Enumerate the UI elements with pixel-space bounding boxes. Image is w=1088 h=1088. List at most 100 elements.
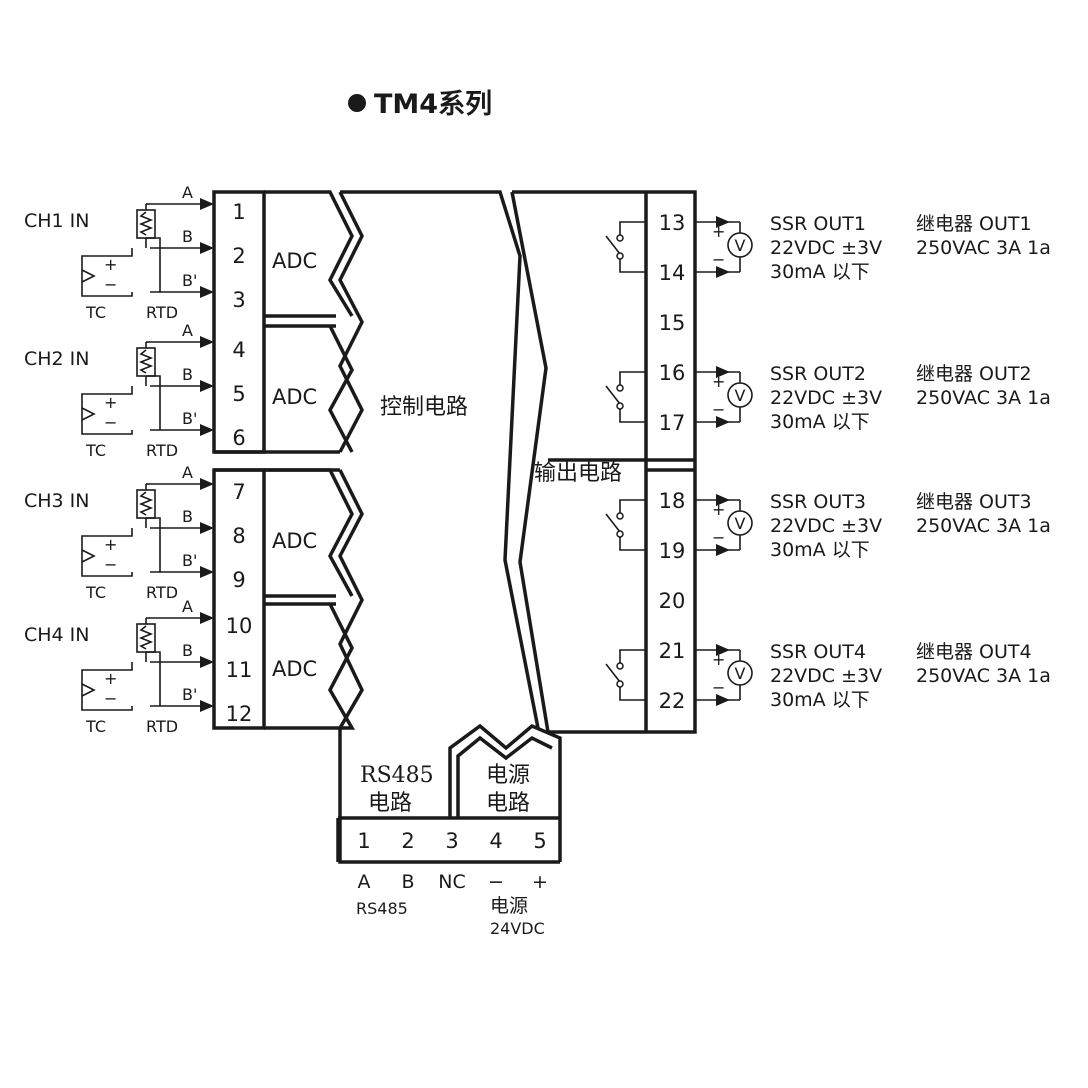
input-arrow-icon: [200, 242, 214, 254]
bottom-terminal-label: +: [532, 871, 548, 893]
bottom-blocks: [336, 723, 562, 862]
rtd-label: RTD: [146, 583, 178, 602]
wire-label: A: [182, 597, 193, 616]
relay-switch-icon: [605, 513, 621, 533]
tc-plus: +: [104, 255, 117, 274]
wire-label: B': [182, 271, 197, 290]
relay-contact-icon: [616, 252, 624, 260]
input-arrow-icon: [200, 612, 214, 624]
terminal-number-13: 13: [659, 211, 686, 235]
output-arrow-icon: [716, 494, 730, 506]
ssr-spec-voltage: 22VDC ±3V: [770, 515, 882, 537]
terminal-number-15: 15: [659, 311, 686, 335]
terminal-number-10: 10: [226, 614, 253, 638]
ssr-spec-current: 30mA 以下: [770, 539, 870, 561]
terminal-number-5: 5: [232, 382, 245, 406]
ssr-minus: −: [712, 528, 725, 547]
relay-switch-icon: [605, 385, 621, 405]
relay-contact-wire: [619, 259, 646, 273]
relay-spec: 250VAC 3A 1a: [916, 237, 1051, 259]
ssr-minus: −: [712, 400, 725, 419]
relay-contact-icon: [616, 402, 624, 410]
relay-out-label-2: 继电器 OUT2: [916, 363, 1032, 385]
relay-contact-wire: [619, 687, 646, 701]
ssr-plus: +: [712, 372, 725, 391]
power-spec-label: 24VDC: [490, 919, 545, 938]
relay-switch-icon: [605, 235, 621, 255]
bottom-terminal-label: A: [358, 871, 371, 893]
thermocouple-icon: [81, 407, 96, 421]
voltmeter-letter: V: [735, 386, 746, 405]
power-bottom-label: 电源: [490, 895, 528, 917]
bottom-terminal-label: B: [401, 871, 414, 893]
rs485-block-line1: RS485: [360, 763, 434, 788]
input-arrow-icon: [200, 566, 214, 578]
rs485-bottom-label: RS485: [356, 899, 408, 918]
rtd-label: RTD: [146, 441, 178, 460]
relay-switch-icon: [605, 663, 621, 683]
relay-contact-icon: [616, 384, 624, 392]
wire-label: A: [182, 463, 193, 482]
channel-label-2: CH2 IN: [24, 348, 90, 370]
rtd-zigzag-icon: [138, 349, 154, 374]
relay-contact-wire: [619, 537, 646, 551]
input-arrow-icon: [200, 424, 214, 436]
terminal-number-9: 9: [232, 568, 245, 592]
wire-label: B: [182, 365, 193, 384]
power-block-line2: 电路: [486, 791, 530, 816]
rtd-lead-wires: [145, 618, 161, 706]
voltmeter-icon: [727, 660, 753, 686]
rs485-block-line2: 电路: [368, 791, 412, 816]
ssr-out-label-2: SSR OUT2: [770, 363, 866, 385]
relay-spec: 250VAC 3A 1a: [916, 665, 1051, 687]
bullet-icon: [348, 94, 366, 112]
thermocouple-icon: [81, 683, 96, 697]
output-arrow-icon: [716, 366, 730, 378]
ssr-spec-current: 30mA 以下: [770, 261, 870, 283]
wire-label: B: [182, 227, 193, 246]
output-arrow-icon: [716, 266, 730, 278]
channel-label-3: CH3 IN: [24, 490, 90, 512]
relay-spec: 250VAC 3A 1a: [916, 387, 1051, 409]
wire-label: B': [182, 409, 197, 428]
bottom-terminal-5: 5: [533, 829, 546, 853]
relay-contact-wire: [619, 221, 646, 236]
ssr-spec-current: 30mA 以下: [770, 689, 870, 711]
rtd-label: RTD: [146, 717, 178, 736]
ssr-spec-voltage: 22VDC ±3V: [770, 237, 882, 259]
relay-contact-wire: [619, 409, 646, 423]
voltmeter-letter: V: [735, 514, 746, 533]
tc-label: TC: [85, 583, 106, 602]
bottom-terminal-1: 1: [357, 829, 370, 853]
wire-label: B': [182, 685, 197, 704]
relay-contact-icon: [616, 680, 624, 688]
relay-contact-wire: [619, 371, 646, 386]
terminal-number-8: 8: [232, 524, 245, 548]
thermocouple-icon: [81, 269, 96, 283]
input-arrow-icon: [200, 522, 214, 534]
terminal-number-11: 11: [226, 658, 253, 682]
ssr-minus: −: [712, 250, 725, 269]
rtd-label: RTD: [146, 303, 178, 322]
ssr-plus: +: [712, 500, 725, 519]
relay-contact-wire: [619, 649, 646, 664]
channel-label-4: CH4 IN: [24, 624, 90, 646]
bottom-terminal-4: 4: [489, 829, 502, 853]
channel-label-1: CH1 IN: [24, 210, 90, 232]
input-arrow-icon: [200, 700, 214, 712]
tc-wires: [81, 662, 133, 711]
output-arrow-icon: [716, 544, 730, 556]
adc-label-1: ADC: [272, 249, 317, 273]
terminal-number-16: 16: [659, 361, 686, 385]
output-arrow-icon: [716, 644, 730, 656]
terminal-number-7: 7: [232, 480, 245, 504]
ssr-out-label-4: SSR OUT4: [770, 641, 866, 663]
wire-label: B: [182, 507, 193, 526]
terminal-number-20: 20: [659, 589, 686, 613]
input-arrow-icon: [200, 336, 214, 348]
tc-wires: [81, 248, 133, 297]
relay-spec: 250VAC 3A 1a: [916, 515, 1051, 537]
adc-label-3: ADC: [272, 529, 317, 553]
terminal-number-19: 19: [659, 539, 686, 563]
